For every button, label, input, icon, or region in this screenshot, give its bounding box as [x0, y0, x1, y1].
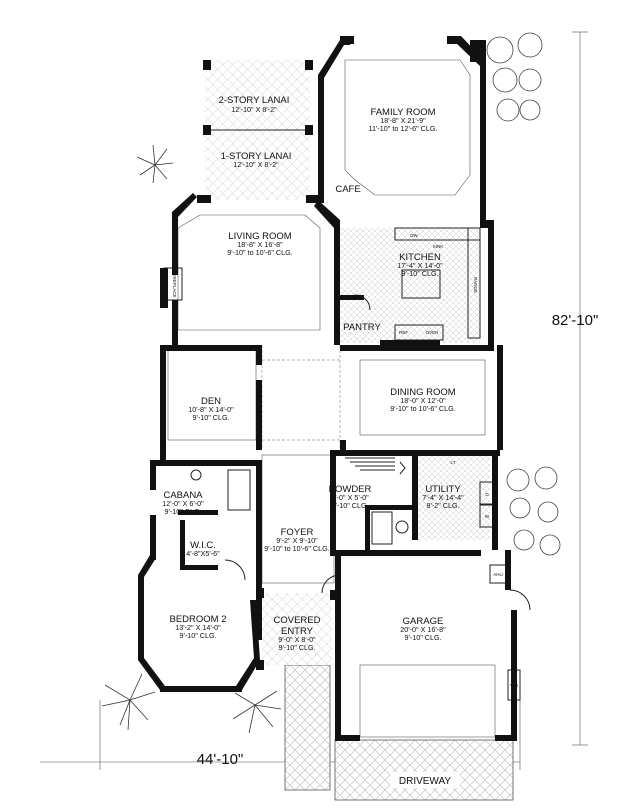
ahu-label: AHU — [493, 572, 503, 577]
one-story-lanai-name: 1-STORY LANAI — [221, 151, 292, 162]
cabana-name: CABANA — [163, 490, 203, 501]
cafe-name: CAFE — [335, 184, 360, 195]
depth-dimension: 82'-10" — [552, 312, 599, 329]
room-utility: UTILITY 7'-4" X 14'-4" 8'-2" CLG. — [422, 484, 464, 510]
covered-entry-floor — [262, 593, 332, 665]
foyer-name: FOYER — [281, 527, 314, 538]
utility-ceiling: 8'-2" CLG. — [426, 501, 459, 510]
living-room-name: LIVING ROOM — [228, 231, 291, 242]
bedroom-2-name: BEDROOM 2 — [169, 614, 226, 625]
room-foyer: FOYER 9'-2" X 9'-10" 9'-10" to 10'-6" CL… — [264, 527, 329, 553]
den-size: 10'-8" X 14'-0" — [188, 405, 234, 414]
plant-cafe — [136, 144, 174, 184]
room-living-room: LIVING ROOM 18'-8" X 16'-8" 9'-10" to 10… — [227, 231, 292, 257]
one-story-lanai-size: 12'-10" X 8'-2" — [233, 160, 279, 169]
foyer-size: 9'-2" X 9'-10" — [276, 536, 318, 545]
garage-size: 20'-0" X 16'-8" — [400, 625, 446, 634]
driveway-label: DRIVEWAY — [399, 776, 452, 787]
garage-name: GARAGE — [403, 616, 444, 627]
cabana-ceiling: 9'-10" CLG. — [164, 507, 201, 516]
lt-label: LT — [451, 460, 456, 465]
room-family-room: FAMILY ROOM 18'-8" X 21'-9" 11'-10" to 1… — [369, 107, 438, 133]
oven-label: OVEN — [426, 330, 439, 335]
driveway — [334, 739, 514, 801]
covered-entry-name: COVERED — [274, 615, 321, 626]
front-walkway — [284, 664, 331, 791]
range-label: RANGE — [473, 277, 478, 293]
room-dining-room: DINING ROOM 18'-0" X 12'-0" 9'-10" to 10… — [390, 387, 456, 413]
bedroom-2-size: 13'-2" X 14'-0" — [175, 623, 221, 632]
kitchen-ceiling: 9'-10" CLG. — [401, 269, 438, 278]
d-label: D — [485, 492, 489, 497]
room-den: DEN 10'-8" X 14'-0" 9'-10" CLG. — [188, 396, 234, 422]
powder-size: 5'-0" X 5'-0" — [331, 493, 369, 502]
wh-label: WH — [510, 683, 518, 688]
ref-label: REF. — [399, 330, 409, 335]
utility-size: 7'-4" X 14'-4" — [422, 493, 464, 502]
two-story-lanai-name: 2-STORY LANAI — [219, 95, 290, 106]
room-powder: POWDER 5'-0" X 5'-0" 9'-10" CLG. — [329, 484, 372, 510]
family-room-size: 18'-8" X 21'-9" — [380, 116, 426, 125]
covered-entry-ceiling: 9'-10" CLG. — [278, 643, 315, 652]
living-room-size: 18'-8" X 16'-8" — [237, 240, 283, 249]
dw-label: DW — [410, 233, 418, 238]
plants-front — [101, 673, 282, 734]
living-room-ceiling: 9'-10" to 10'-6" CLG. — [227, 248, 292, 257]
kitchen-size: 17'-4" X 14'-0" — [397, 261, 443, 270]
two-story-lanai-size: 12'-10" X 8'-2" — [231, 105, 277, 114]
bedroom-2-ceiling: 9'-10" CLG. — [179, 631, 216, 640]
sink-label: SINK — [433, 244, 444, 249]
family-room-name: FAMILY ROOM — [370, 107, 435, 118]
trees-right — [486, 32, 561, 556]
family-room-ceiling: 11'-10" to 12'-6" CLG. — [369, 124, 438, 133]
dining-room-name: DINING ROOM — [390, 387, 456, 398]
foyer-ceiling: 9'-10" to 10'-6" CLG. — [264, 544, 329, 553]
w-label: W — [485, 514, 490, 519]
dining-room-ceiling: 9'-10" to 10'-6" CLG. — [390, 404, 455, 413]
room-two-story-lanai: 2-STORY LANAI 12'-10" X 8'-2" — [219, 95, 290, 114]
fireplace-label: FIREPLACE — [172, 272, 177, 297]
wic-size: 4'-8"X5'-6" — [186, 549, 220, 558]
garage-ceiling: 9'-10" CLG. — [404, 633, 441, 642]
room-wic: W.I.C. 4'-8"X5'-6" — [186, 540, 220, 558]
room-garage: GARAGE 20'-0" X 16'-8" 9'-10" CLG. — [400, 616, 446, 642]
width-dimension: 44'-10" — [197, 751, 244, 768]
kitchen-name: KITCHEN — [399, 252, 441, 263]
utility-floor — [415, 455, 490, 540]
room-cabana: CABANA 12'-0" X 6'-0" 9'-10" CLG. — [162, 490, 204, 516]
dining-room-size: 18'-0" X 12'-0" — [400, 396, 446, 405]
room-one-story-lanai: 1-STORY LANAI 12'-10" X 8'-2" — [221, 151, 292, 169]
covered-entry-size: 9'-0" X 8'-0" — [278, 635, 316, 644]
room-kitchen: KITCHEN 17'-4" X 14'-0" 9'-10" CLG. — [397, 252, 443, 278]
pantry-name: PANTRY — [343, 322, 381, 333]
room-bedroom-2: BEDROOM 2 13'-2" X 14'-0" 9'-10" CLG. — [169, 614, 226, 640]
covered-entry-name-2: ENTRY — [281, 626, 314, 637]
kitchen-floor — [340, 228, 480, 343]
powder-name: POWDER — [329, 484, 372, 495]
wic-name: W.I.C. — [190, 540, 216, 551]
walls — [138, 36, 517, 741]
den-name: DEN — [201, 396, 221, 407]
cabana-size: 12'-0" X 6'-0" — [162, 499, 204, 508]
room-covered-entry: COVERED ENTRY 9'-0" X 8'-0" 9'-10" CLG. — [274, 615, 321, 652]
utility-name: UTILITY — [425, 484, 461, 495]
den-ceiling: 9'-10" CLG. — [192, 413, 229, 422]
powder-ceiling: 9'-10" CLG. — [331, 501, 368, 510]
